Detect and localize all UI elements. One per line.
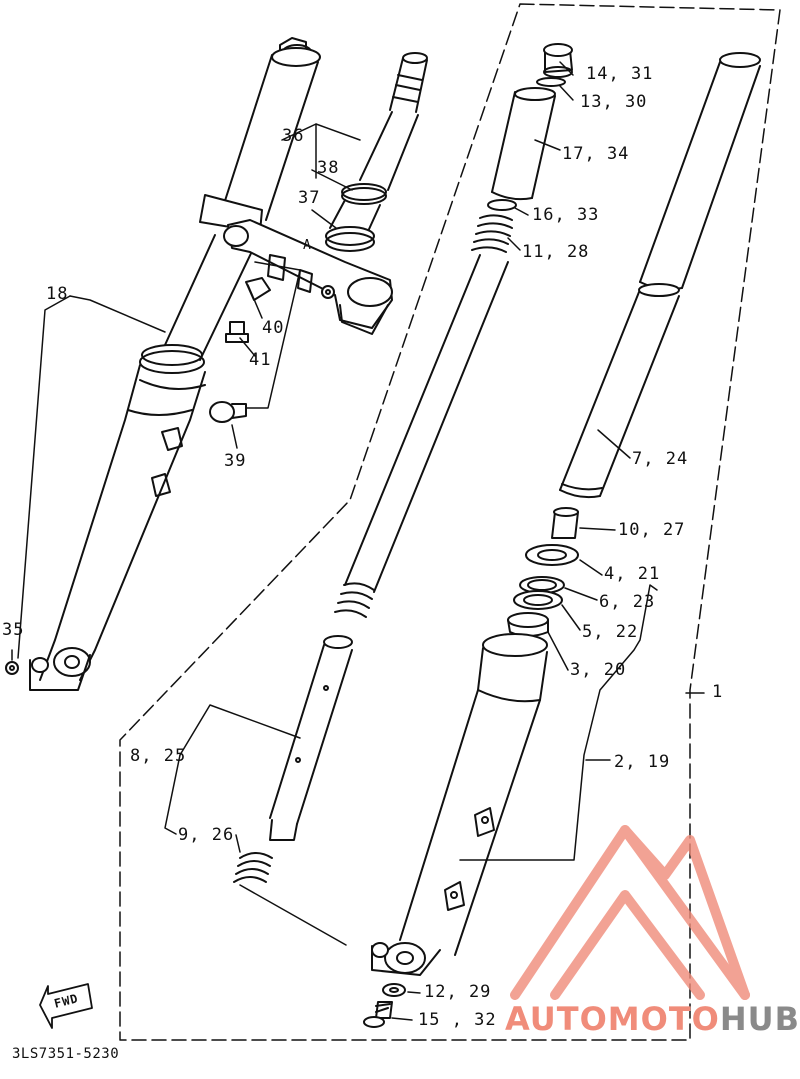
callout-17-34: 17, 34 [562, 144, 630, 164]
part-code: 3LS7351-5230 [12, 1046, 120, 1062]
callout-7-24: 7, 24 [632, 449, 689, 469]
watermark-text: AUTOMOTOHUB [505, 1000, 800, 1038]
right-fork-parts [363, 52, 761, 1028]
steering-stem-assembly [209, 52, 428, 423]
callout-bracket-a: A [303, 238, 312, 253]
callout-12-29: 12, 29 [424, 982, 492, 1002]
callout-15-32: 15 , 32 [418, 1010, 497, 1030]
callout-8-25: 8, 25 [130, 746, 187, 766]
watermark-part2: HUB [719, 1000, 800, 1038]
callout-5-22: 5, 22 [582, 622, 639, 642]
leader-lines [11, 61, 705, 1021]
callout-2-19: 2, 19 [614, 752, 671, 772]
callout-41: 41 [249, 350, 272, 370]
inner-parts [233, 43, 573, 883]
callout-13-30: 13, 30 [580, 92, 648, 112]
callout-10-27: 10, 27 [618, 520, 686, 540]
callout-14-31: 14, 31 [586, 64, 654, 84]
callout-16-33: 16, 33 [532, 205, 600, 225]
callout-6-23: 6, 23 [599, 592, 656, 612]
callout-36: 36 [282, 126, 305, 146]
callout-40: 40 [262, 318, 285, 338]
assembly-boundary [119, 3, 781, 1041]
fwd-arrow [39, 983, 93, 1029]
callout-1: 1 [712, 682, 724, 702]
callout-3-20: 3, 20 [570, 660, 627, 680]
callout-4-21: 4, 21 [604, 564, 661, 584]
callout-35: 35 [2, 620, 25, 640]
callout-18: 18 [46, 284, 69, 304]
callout-11-28: 11, 28 [522, 242, 590, 262]
automotohub-logo-mark [510, 825, 750, 1000]
left-fork-assembly [5, 37, 321, 691]
callout-9-26: 9, 26 [178, 825, 235, 845]
callout-37: 37 [298, 188, 321, 208]
callout-38: 38 [317, 158, 340, 178]
watermark-part1: AUTOMOTO [505, 1000, 720, 1038]
callout-39: 39 [224, 451, 247, 471]
